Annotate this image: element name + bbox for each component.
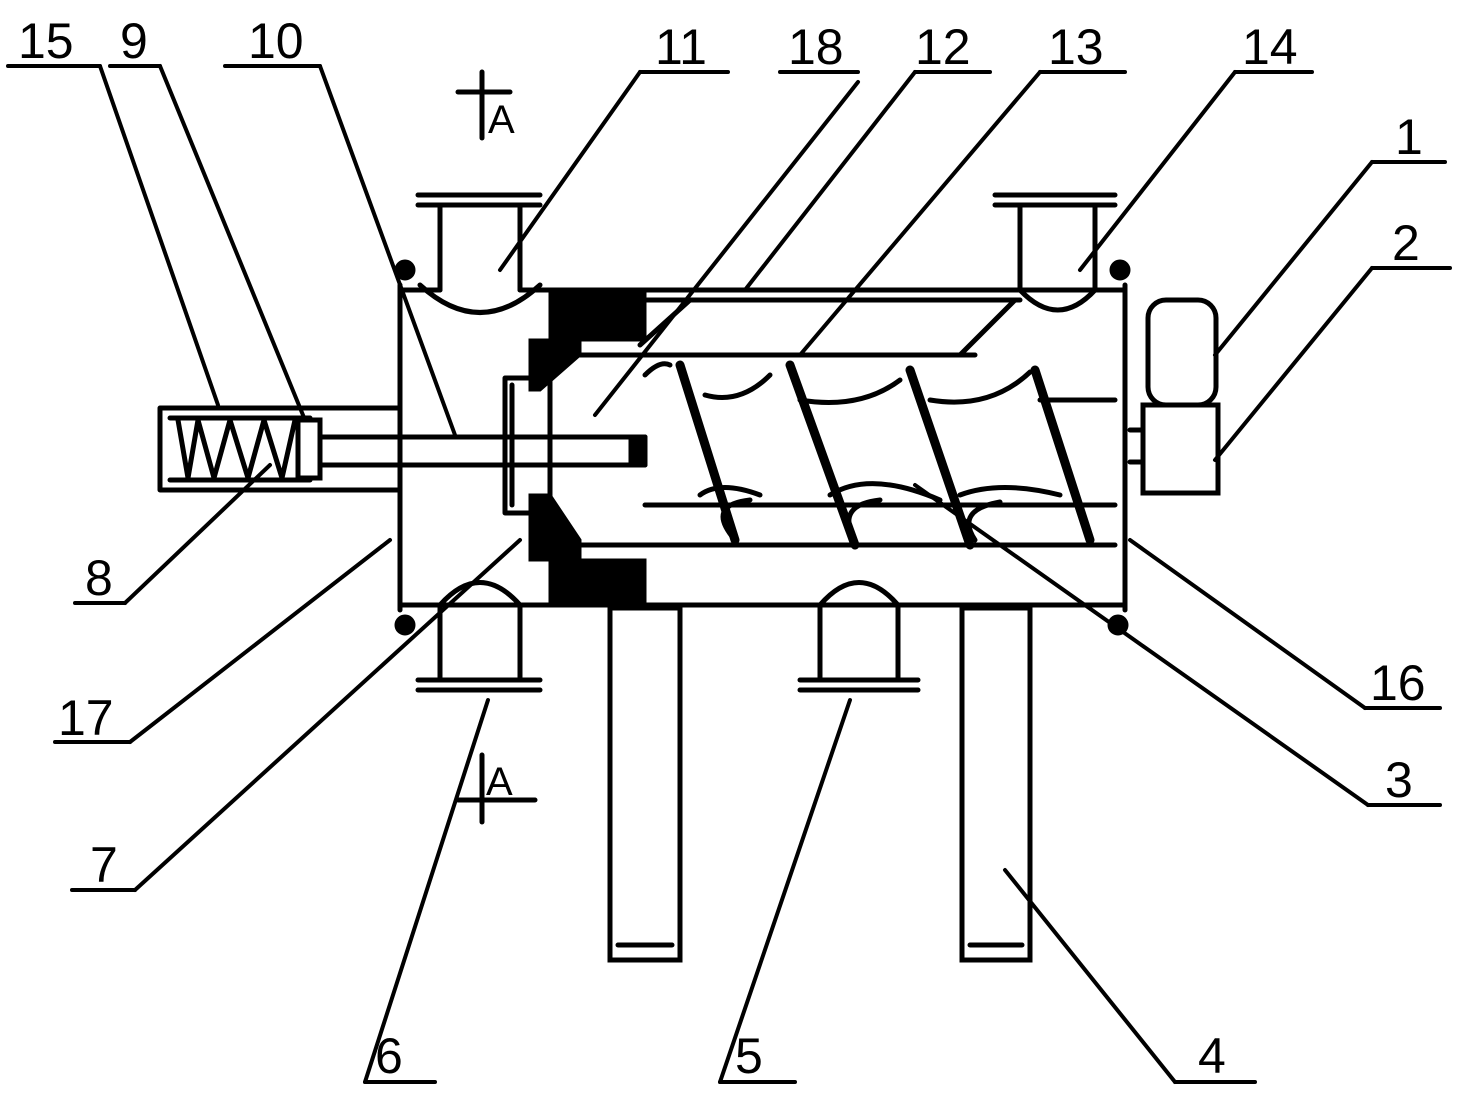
section-mark-top: A bbox=[455, 69, 515, 142]
section-label-bottom: A bbox=[486, 760, 513, 804]
outlet-nozzle-right bbox=[992, 192, 1118, 313]
label-11: 11 bbox=[655, 19, 707, 75]
section-mark-bottom: A bbox=[455, 752, 538, 825]
label-8: 8 bbox=[85, 550, 113, 606]
label-9: 9 bbox=[120, 13, 148, 69]
part-labels: 15 9 10 11 18 12 13 14 1 2 8 17 7 6 5 4 … bbox=[18, 13, 1426, 1084]
corner-bolts bbox=[394, 259, 1131, 636]
label-18: 18 bbox=[788, 19, 844, 75]
spring-cylinder bbox=[157, 405, 403, 493]
section-label-top: A bbox=[488, 98, 515, 142]
bearing-housing bbox=[502, 375, 646, 516]
support-legs bbox=[607, 605, 1033, 963]
label-5: 5 bbox=[735, 1028, 763, 1084]
label-17: 17 bbox=[58, 690, 114, 746]
label-15: 15 bbox=[18, 13, 74, 69]
label-10: 10 bbox=[248, 13, 304, 69]
label-7: 7 bbox=[90, 837, 118, 893]
label-2: 2 bbox=[1392, 215, 1420, 271]
bottom-nozzle-left bbox=[415, 580, 543, 693]
label-13: 13 bbox=[1048, 19, 1104, 75]
leader-lines bbox=[6, 64, 1452, 1084]
screw-flights bbox=[642, 360, 1118, 550]
label-14: 14 bbox=[1242, 19, 1298, 75]
label-12: 12 bbox=[915, 19, 971, 75]
shaft bbox=[317, 434, 648, 468]
motor bbox=[1127, 297, 1221, 496]
main-housing bbox=[397, 282, 1128, 613]
label-1: 1 bbox=[1395, 109, 1423, 165]
sealing-block bbox=[528, 288, 647, 607]
bottom-nozzle-middle bbox=[797, 580, 921, 693]
label-16: 16 bbox=[1370, 655, 1426, 711]
label-3: 3 bbox=[1385, 752, 1413, 808]
inlet-nozzle-left bbox=[415, 192, 543, 315]
label-4: 4 bbox=[1198, 1028, 1226, 1084]
label-6: 6 bbox=[375, 1028, 403, 1084]
